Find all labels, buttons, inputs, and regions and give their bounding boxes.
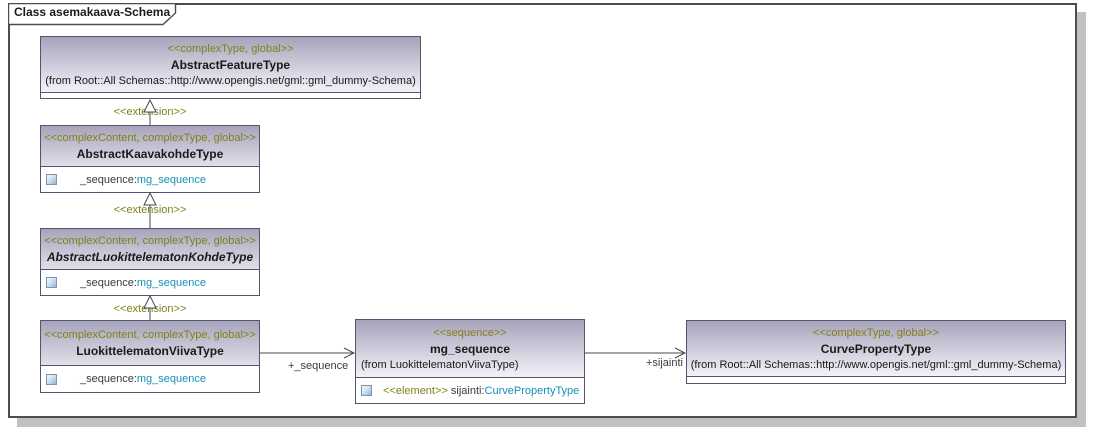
extension-label-1[interactable]: <<extension>> (113, 106, 187, 118)
class-header: <<complexContent, complexType, global>> … (41, 229, 259, 269)
class-header: <<complexType, global>> AbstractFeatureT… (41, 37, 420, 92)
class-stereotype: <<sequence>> (433, 327, 507, 339)
attribute-compartment (41, 92, 420, 98)
attribute-type: mg_sequence (136, 276, 206, 289)
class-from-note: (from LuokittelematonViivaType) (361, 359, 519, 371)
class-header: <<complexContent, complexType, global>> … (41, 321, 259, 365)
class-header: <<sequence>> mg_sequence (from Luokittel… (356, 320, 584, 377)
attribute-name: sijainti: (447, 384, 485, 397)
attribute-type: mg_sequence (136, 373, 206, 385)
attribute-row[interactable]: _sequence:mg_sequence (41, 365, 259, 392)
attribute-name: _sequence: (80, 173, 137, 186)
attribute-name: _sequence: (80, 276, 137, 289)
class-box-mg-sequence[interactable]: <<sequence>> mg_sequence (from Luokittel… (355, 319, 585, 404)
attribute-icon (46, 277, 57, 288)
frame-label: Class asemakaava-Schema (14, 5, 171, 19)
class-stereotype: <<complexType, global>> (167, 43, 294, 55)
association-role-sequence[interactable]: +_sequence (288, 360, 349, 372)
class-name: AbstractKaavakohdeType (76, 147, 224, 161)
class-box-abstractluokittelematonkohdetype[interactable]: <<complexContent, complexType, global>> … (40, 228, 260, 296)
attribute-text: _sequence:mg_sequence (80, 277, 206, 289)
attribute-type: mg_sequence (136, 173, 206, 186)
frame-label-shape (8, 3, 177, 26)
attribute-stereotype: <<element>> (383, 384, 448, 397)
class-box-luokittelematonviivatype[interactable]: <<complexContent, complexType, global>> … (40, 320, 260, 393)
class-header: <<complexContent, complexType, global>> … (41, 126, 259, 166)
class-name: mg_sequence (429, 342, 511, 356)
class-stereotype: <<complexContent, complexType, global>> (44, 132, 256, 144)
attribute-compartment (687, 376, 1065, 383)
class-box-curvepropertytype[interactable]: <<complexType, global>> CurvePropertyTyp… (686, 320, 1066, 384)
class-box-abstractkaavakohdetype[interactable]: <<complexContent, complexType, global>> … (40, 125, 260, 193)
class-stereotype: <<complexContent, complexType, global>> (44, 329, 256, 341)
class-name: AbstractLuokittelematonKohdeType (46, 250, 254, 264)
attribute-text: <<element>> sijainti:CurvePropertyType (383, 385, 579, 397)
extension-label-3[interactable]: <<extension>> (113, 303, 187, 315)
class-from-note: (from Root::All Schemas::http://www.open… (45, 75, 416, 87)
attribute-row[interactable]: <<element>> sijainti:CurvePropertyType (356, 377, 584, 403)
attribute-type: CurvePropertyType (484, 384, 580, 397)
attribute-row[interactable]: _sequence:mg_sequence (41, 269, 259, 295)
attribute-text: _sequence:mg_sequence (80, 174, 206, 186)
association-role-sijainti[interactable]: +sijainti (646, 357, 683, 369)
class-name: AbstractFeatureType (170, 58, 291, 72)
attribute-icon (46, 174, 57, 185)
class-stereotype: <<complexContent, complexType, global>> (44, 235, 256, 247)
class-header: <<complexType, global>> CurvePropertyTyp… (687, 321, 1065, 376)
attribute-text: _sequence:mg_sequence (80, 373, 206, 385)
class-box-abstractfeaturetype[interactable]: <<complexType, global>> AbstractFeatureT… (40, 36, 421, 99)
class-from-note: (from Root::All Schemas::http://www.open… (690, 359, 1062, 371)
class-name: CurvePropertyType (820, 342, 932, 356)
class-name: LuokittelematonViivaType (76, 344, 224, 358)
attribute-name: _sequence: (80, 373, 137, 385)
attribute-icon (361, 385, 372, 396)
extension-label-2[interactable]: <<extension>> (113, 204, 187, 216)
attribute-icon (46, 373, 57, 385)
attribute-row[interactable]: _sequence:mg_sequence (41, 166, 259, 192)
class-stereotype: <<complexType, global>> (813, 327, 939, 339)
